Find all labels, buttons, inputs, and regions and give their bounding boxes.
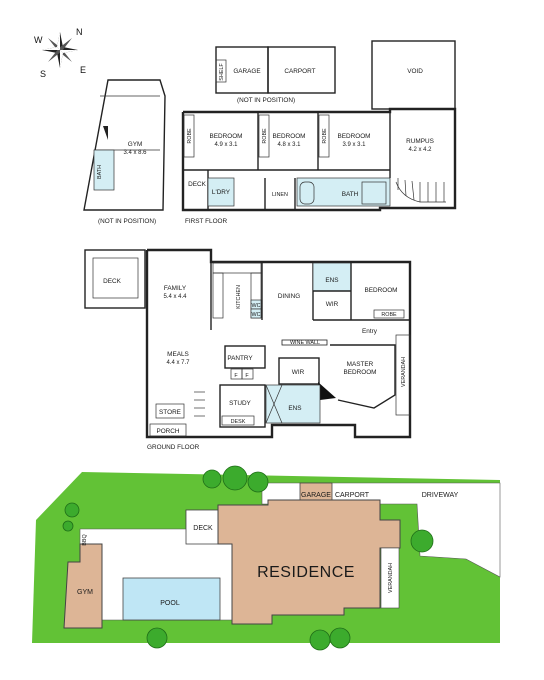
carport-label: CARPORT <box>284 68 315 75</box>
store-label: STORE <box>159 409 181 416</box>
bedroom1-robe-label: ROBE <box>187 128 193 144</box>
site-deck <box>185 509 219 545</box>
bedroom2-robe-label: ROBE <box>262 128 268 144</box>
master-wir-label: WIR <box>292 369 305 376</box>
dining-label: DINING <box>278 293 300 300</box>
compass-south-label: S <box>40 69 46 79</box>
site-verandah-label: VERANDAH <box>388 563 394 593</box>
rumpus-label: RUMPUS <box>406 138 434 145</box>
gym-label: GYM <box>128 141 143 148</box>
porch-label: PORCH <box>156 428 179 435</box>
master-ens <box>265 384 321 424</box>
trees <box>62 465 434 651</box>
first-floor-caption: FIRST FLOOR <box>185 218 228 225</box>
ens2-label: ENS <box>288 405 301 412</box>
ground-ens <box>312 262 352 292</box>
gym-bath-label: BATH <box>97 165 103 179</box>
fridge2-label: F <box>245 373 249 379</box>
study-label: STUDY <box>229 400 251 407</box>
family-label: FAMILY <box>164 285 187 292</box>
pool <box>122 577 221 621</box>
site-deck-label: DECK <box>193 525 213 532</box>
study-outline <box>219 384 266 428</box>
master-label: MASTER <box>347 361 374 368</box>
site-driveway-label: DRIVEWAY <box>422 492 459 499</box>
pantry-outline <box>224 345 266 369</box>
garage-label: GARAGE <box>233 68 260 75</box>
bedroom-label: BEDROOM <box>364 287 397 294</box>
compass-north-label: N <box>76 27 83 37</box>
bedroom3-robe-label: ROBE <box>322 128 328 144</box>
site-plan: GARAGE CARPORT DRIVEWAY DECK BBQ RESIDEN… <box>32 465 501 651</box>
site-carport-label: CARPORT <box>335 492 370 499</box>
laundry-label: L'DRY <box>212 189 231 196</box>
meals-label: MEALS <box>167 351 189 358</box>
ground-robe-label: ROBE <box>381 312 397 318</box>
wc1-label: WC <box>252 303 261 309</box>
gym-dimensions: 3.4 x 8.6 <box>123 150 147 156</box>
void-outline <box>371 40 456 110</box>
compass-west-label: W <box>34 35 43 45</box>
bedroom1-label: BEDROOM <box>209 133 242 140</box>
gym-bath <box>93 149 115 191</box>
laundry <box>207 177 235 207</box>
bedroom2-label: BEDROOM <box>272 133 305 140</box>
linen-label: LINEN <box>272 192 288 198</box>
first-floor-plan: GYM 3.4 x 8.6 BATH (NOT IN POSITION) SHE… <box>83 40 457 225</box>
site-gym-label: GYM <box>77 589 93 596</box>
ground-floor-caption: GROUND FLOOR <box>147 444 200 451</box>
pool-label: POOL <box>160 600 180 607</box>
compass-rose <box>42 32 78 68</box>
residence <box>217 499 401 625</box>
residence-label: RESIDENCE <box>257 564 355 581</box>
gym-not-in-position-note: (NOT IN POSITION) <box>98 218 156 225</box>
desk-label: DESK <box>231 419 246 425</box>
ens-label: ENS <box>325 277 338 284</box>
bedroom3-dimensions: 3.9 x 3.1 <box>342 142 366 148</box>
ground-verandah-label: VERANDAH <box>401 357 407 387</box>
site-gym <box>63 543 103 629</box>
carport-outline <box>267 46 336 94</box>
pantry-label: PANTRY <box>227 355 253 362</box>
wir-label: WIR <box>326 301 339 308</box>
compass-east-label: E <box>80 65 86 75</box>
wine-wall-label: WINE WALL <box>290 340 320 346</box>
fridge1-label: F <box>234 373 238 379</box>
kitchen-label: KITCHEN <box>236 285 242 309</box>
first-floor-outline <box>181 107 457 212</box>
bedroom2-dimensions: 4.8 x 3.1 <box>277 142 301 148</box>
master-bedroom-label: BEDROOM <box>343 369 376 376</box>
bath <box>296 177 391 207</box>
ground-floor-plan: DECK FAMILY 5.4 x 4.4 KITCHEN WC WC DINI… <box>84 248 412 451</box>
kitchen-wc-2 <box>250 308 262 319</box>
site-garage-label: GARAGE <box>301 492 331 499</box>
bath-label: BATH <box>342 191 359 198</box>
gym-outline <box>83 79 166 211</box>
family-dimensions: 5.4 x 4.4 <box>163 294 187 300</box>
ground-floor-outline <box>145 248 412 439</box>
wc2-label: WC <box>252 312 261 318</box>
garage-not-in-position-note: (NOT IN POSITION) <box>237 97 295 104</box>
bedroom3-label: BEDROOM <box>337 133 370 140</box>
site-bbq-label: BBQ <box>82 534 88 545</box>
ground-deck-outline <box>84 249 146 309</box>
first-floor-deck-label: DECK <box>188 181 206 188</box>
meals-dimensions: 4.4 x 7.7 <box>166 360 190 366</box>
bedroom1-dimensions: 4.9 x 3.1 <box>214 142 238 148</box>
master-wir-outline <box>278 357 320 385</box>
first-floor-stairs <box>395 178 446 203</box>
shelf-label: SHELF <box>219 63 225 81</box>
void-label: VOID <box>407 68 423 75</box>
site-verandah-strip <box>380 547 400 609</box>
ground-deck-label: DECK <box>103 278 121 285</box>
entry-label: Entry <box>362 328 378 335</box>
rumpus-dimensions: 4.2 x 4.2 <box>408 147 432 153</box>
